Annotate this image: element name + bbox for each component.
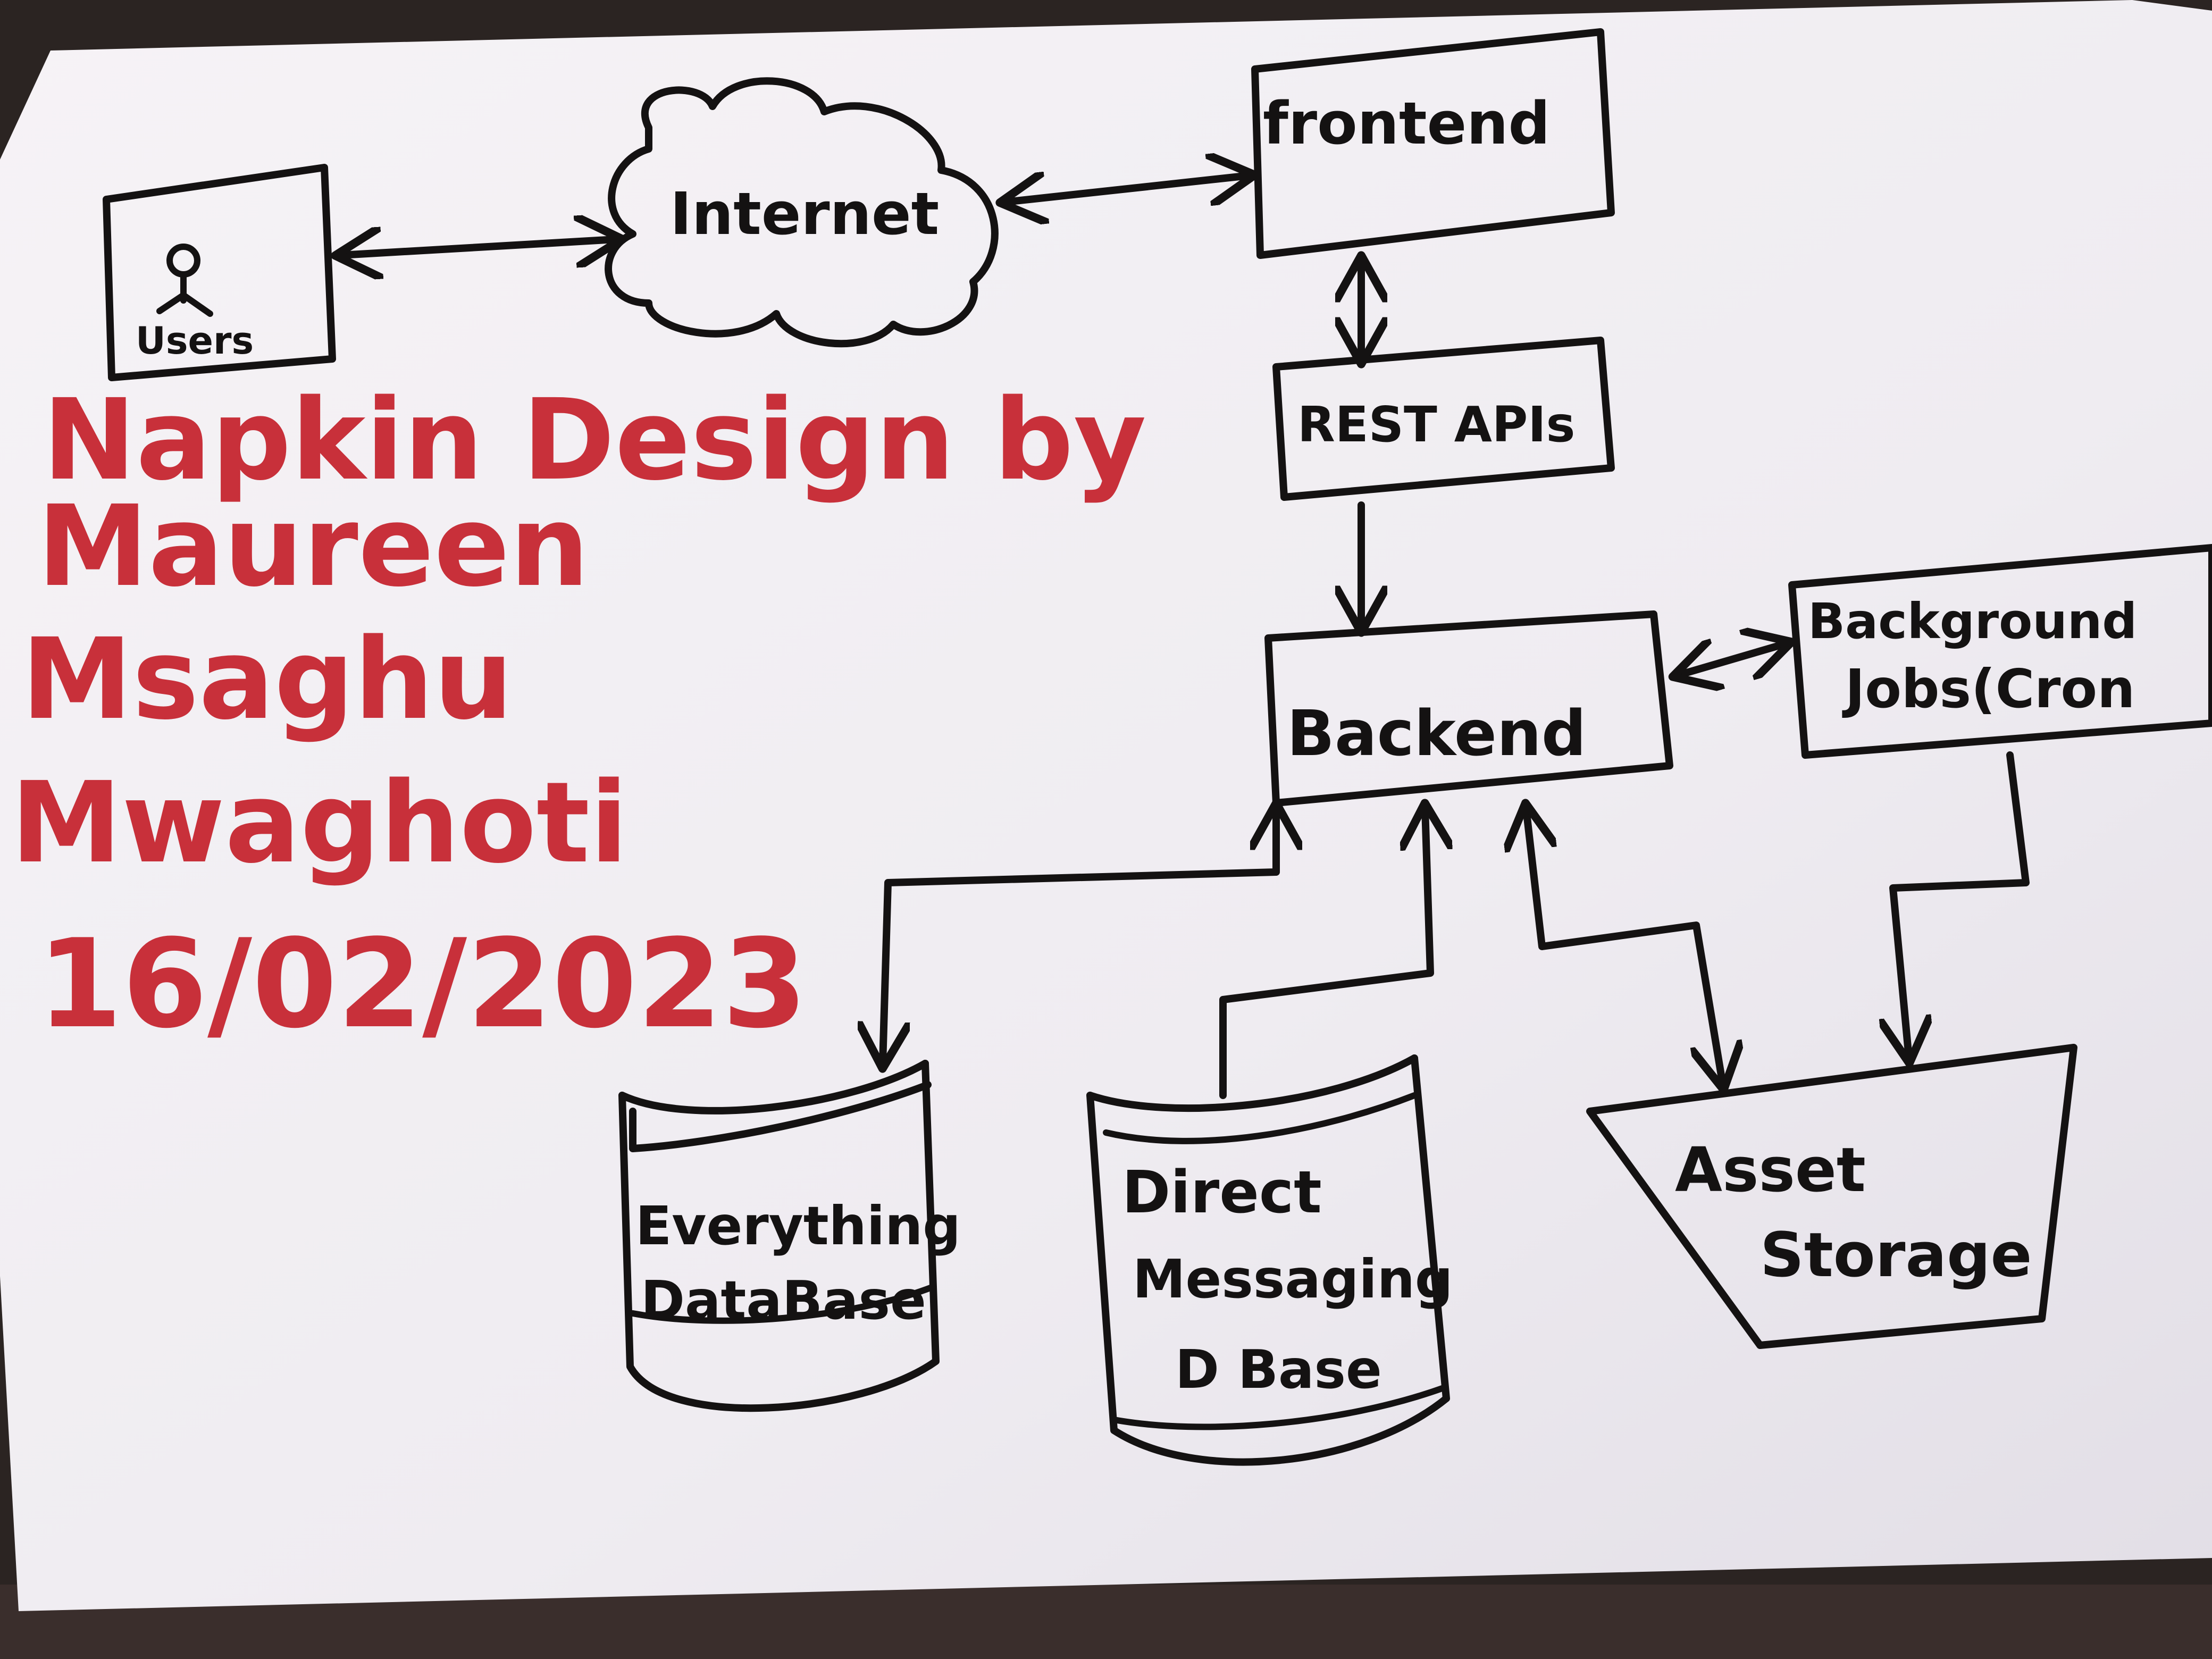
jobs-assetstorage-arrow	[1893, 751, 2030, 1058]
rest-apis-label: REST APIs	[1297, 396, 1575, 453]
rest-apis-node: REST APIs	[1272, 337, 1615, 501]
background-jobs-label-line2: Jobs(Cron	[1842, 658, 2135, 720]
signature-line4: Mwaghoti	[11, 758, 628, 888]
database-cylinder-icon	[618, 1060, 940, 1412]
users-internet-arrow	[340, 239, 617, 255]
everything-database-label-line2: DataBase	[641, 1269, 926, 1331]
user-icon	[156, 244, 213, 317]
storage-trapezoid-icon	[1586, 1044, 2077, 1349]
background-jobs-label-line1: Background	[1808, 593, 2137, 650]
internet-label: Internet	[670, 180, 939, 248]
backend-assetstorage-arrow	[1526, 808, 1723, 1085]
signature: Napkin Design by Maureen Msaghu Mwaghoti…	[11, 375, 1146, 1055]
dm-database-label-line2: Messaging	[1133, 1248, 1453, 1310]
backend-everythingdb-arrow	[883, 808, 1276, 1063]
signature-line1: Napkin Design by	[43, 375, 1146, 505]
users-label: Users	[136, 319, 254, 363]
everything-database-label-line1: Everything	[635, 1195, 961, 1257]
signature-line3: Msaghu	[21, 614, 513, 744]
asset-storage-label-line1: Asset	[1675, 1135, 1866, 1206]
background-jobs-node: Background Jobs(Cron	[1788, 544, 2212, 759]
asset-storage-label-line2: Storage	[1760, 1220, 2032, 1291]
dm-database-label-line1: Direct	[1122, 1158, 1322, 1226]
everything-database-node: Everything DataBase	[618, 1060, 961, 1412]
signature-line2: Maureen	[37, 481, 589, 611]
asset-storage-node: Asset Storage	[1586, 1044, 2077, 1349]
users-node: Users	[103, 164, 336, 381]
signature-line5: 16/02/2023	[37, 914, 807, 1055]
frontend-label: frontend	[1263, 89, 1550, 157]
backend-label: Backend	[1287, 697, 1586, 770]
dm-database-label-line3: D Base	[1175, 1338, 1382, 1401]
backend-jobs-arrow	[1678, 643, 1787, 675]
backend-dmdb-arrow	[1219, 808, 1430, 1099]
database-cylinder-icon	[1086, 1054, 1450, 1466]
backend-node: Backend	[1264, 610, 1673, 807]
internet-frontend-arrow	[1005, 175, 1250, 202]
direct-messaging-database-node: Direct Messaging D Base	[1086, 1054, 1453, 1466]
connectors	[340, 175, 2030, 1099]
